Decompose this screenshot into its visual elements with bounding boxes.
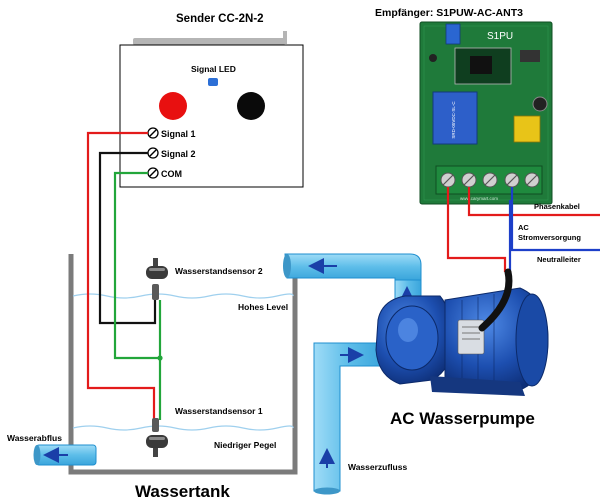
power-wires: Phasenkabel AC Stromversorgung Neutralle… [446,187,600,332]
inlet-opening [314,487,340,495]
ac-label: AC [518,223,529,232]
sender-box [119,44,304,188]
red-wire-signal-1 [86,131,156,420]
sensor-wires [86,131,163,420]
terminal-signal-1-label: Signal 1 [161,129,196,139]
signal-led [208,78,218,86]
red-wire-phase [467,187,600,217]
drain-pipe-opening [33,445,41,465]
terminal-signal-2-label: Signal 2 [161,149,196,159]
sensor-2-label: Wasserstandsensor 2 [175,266,263,276]
relay-label: SRD-05VDC-SL-C [451,101,456,139]
blue-wire-neutral [510,187,600,252]
red-wire-pump-phase [446,187,507,272]
water-tank: Hohes Level Niedriger Pegel Wassertank [68,254,298,501]
power-module [513,115,541,143]
pump-end-cap [515,293,549,387]
phase-cable-label: Phasenkabel [534,202,580,211]
power-connector [445,23,461,45]
receiver-unit: Empfänger: S1PUW-AC-ANT3 S1PU SRD-05VDC-… [375,7,553,205]
pump-label-plate [457,319,485,355]
tank-walls [68,254,298,475]
outlet-opening [283,254,291,278]
inlet-pipe: Wasserzufluss [313,342,407,495]
pump-highlight [398,318,418,342]
terminal-com: COM [147,167,182,179]
pump-power-cable [478,268,513,332]
high-water-line [72,293,294,299]
water-level-sensor-1: Wasserstandsensor 1 [146,406,263,457]
low-water-line [72,425,294,431]
terminal-screws [440,172,540,188]
black-button[interactable] [237,92,265,120]
button-pad [429,54,437,62]
receiver-logo: S1PU [487,31,513,42]
sensor-1-label: Wasserstandsensor 1 [175,406,263,416]
high-level-label: Hohes Level [238,302,288,312]
board-url: www.carymart.com [460,196,498,201]
tank-title: Wassertank [135,482,230,501]
ac-supply-label: Stromversorgung [518,233,581,242]
relay [432,91,478,145]
terminal-signal-1: Signal 1 [147,127,196,139]
pump-title: AC Wasserpumpe [390,409,535,428]
drain-label: Wasserabflus [7,433,62,443]
signal-led-label: Signal LED [191,64,236,74]
sender-antenna [133,38,285,45]
inflow-label: Wasserzufluss [348,462,407,472]
terminal-signal-2: Signal 2 [147,147,196,159]
capacitor [532,96,548,112]
drain-pipe: Wasserabflus [7,433,97,466]
sender-antenna-tip [283,31,287,44]
ic-chip [520,50,540,62]
water-level-sensor-2: Wasserstandsensor 2 [146,258,263,300]
green-wire-com [113,171,160,360]
green-wire-junction [157,355,163,361]
neutral-label: Neutralleiter [537,255,581,264]
sender-title: Sender CC-2N-2 [176,13,264,25]
black-wire-signal-2 [98,151,157,325]
sender-unit: Sender CC-2N-2 Signal LED Signal 1 Signa… [119,13,304,188]
pump-base [430,376,525,396]
receiver-title: Empfänger: S1PUW-AC-ANT3 [375,7,523,19]
outlet-elbow [284,253,422,281]
low-level-label: Niedriger Pegel [214,440,276,450]
terminal-com-label: COM [161,169,182,179]
ac-water-pump: AC Wasserpumpe [375,287,549,428]
rf-chip [470,56,492,74]
receiver-pcb [419,21,553,205]
red-button[interactable] [159,92,187,120]
